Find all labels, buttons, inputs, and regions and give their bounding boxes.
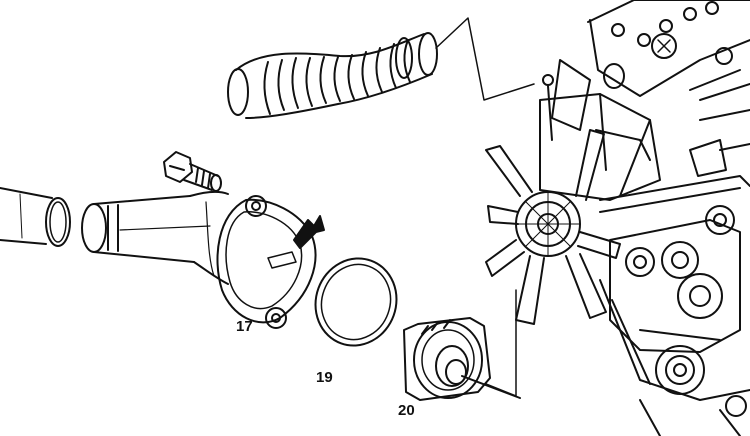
thermostat bbox=[403, 317, 521, 401]
thermostat-housing bbox=[81, 190, 317, 329]
coolant-hose bbox=[0, 187, 71, 247]
callout-20: 20 bbox=[398, 402, 415, 419]
engine-assembly bbox=[485, 0, 750, 436]
pointer-arrow bbox=[293, 215, 325, 249]
callout-17: 17 bbox=[236, 318, 253, 335]
leader-line-hose bbox=[435, 17, 535, 101]
callout-19: 19 bbox=[316, 369, 333, 386]
mounting-bolt bbox=[163, 151, 222, 192]
air-intake-hose bbox=[227, 32, 438, 119]
sealing-ring bbox=[314, 257, 398, 347]
leader-line-thermostat bbox=[485, 289, 517, 397]
